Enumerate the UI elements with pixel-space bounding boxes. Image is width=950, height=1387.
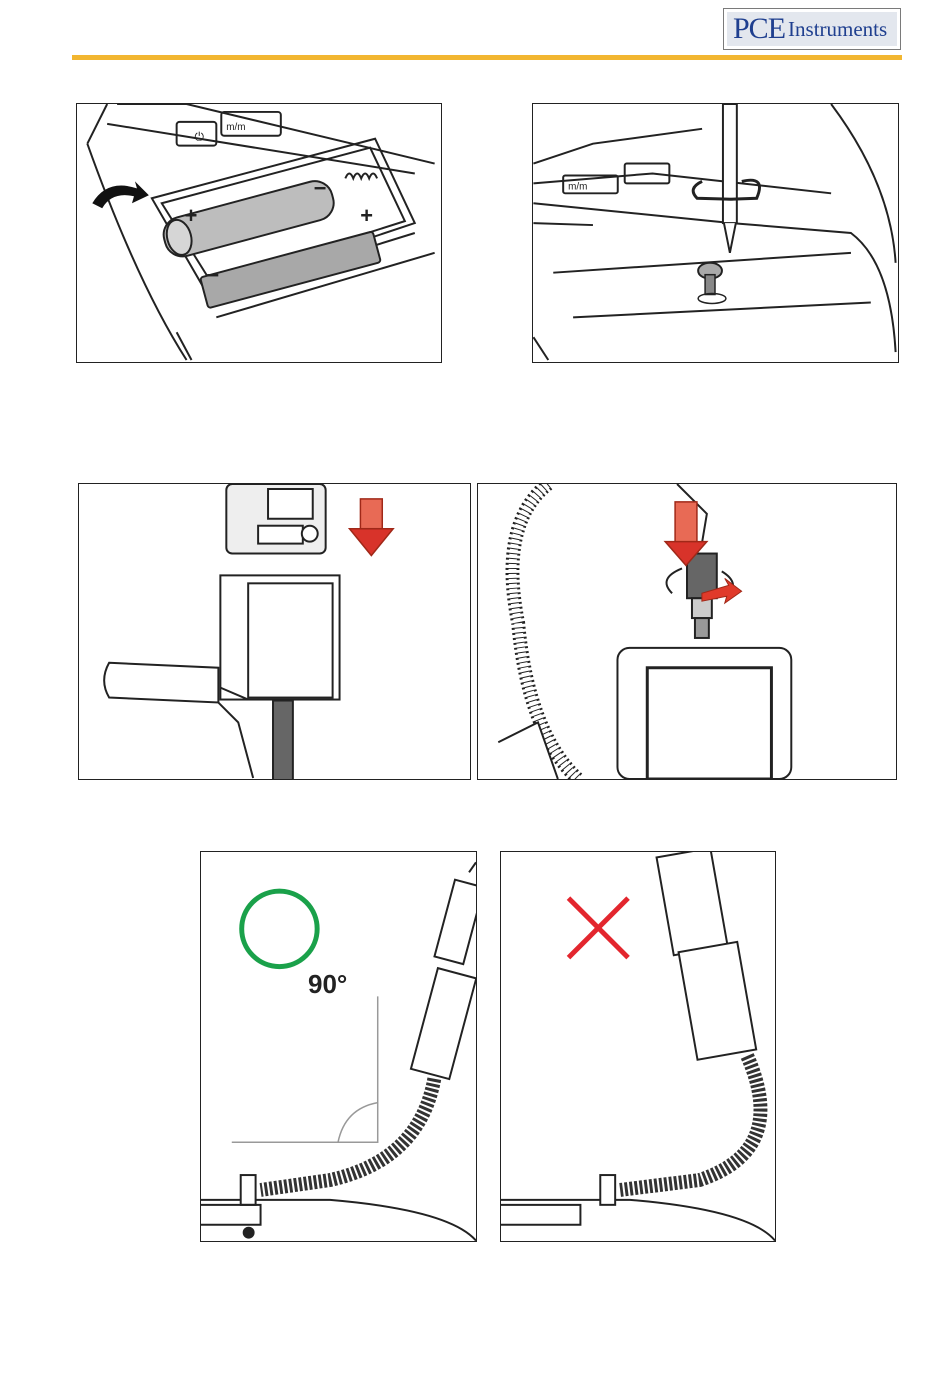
pce-instruments-logo: PCE Instruments: [723, 8, 901, 50]
battery-top-plus: +: [185, 203, 198, 228]
figure-probe-connector: [477, 483, 897, 780]
battery-bottom-minus: −: [206, 263, 219, 288]
figure-wrong-bend: [500, 851, 776, 1242]
rotate-arrow-icon: [92, 181, 149, 208]
correct-mark-icon: [242, 891, 317, 966]
connector-illustration: [478, 484, 896, 779]
down-arrow-icon: [349, 499, 393, 556]
battery-illustration: ⏻ m/m + − + −: [77, 104, 441, 362]
figure-correct-bend: 90°: [200, 851, 477, 1242]
screw-icon: [698, 263, 726, 304]
spring-contact: [345, 173, 377, 178]
logo-pce-text: PCE: [733, 14, 785, 44]
gooseneck-cable: [261, 1079, 435, 1190]
svg-text:⏻: ⏻: [195, 130, 205, 144]
figure-battery-insertion: ⏻ m/m + − + −: [76, 103, 442, 363]
correct-bend-illustration: [201, 852, 476, 1241]
mount-illustration: [79, 484, 470, 779]
screw-illustration: m/m: [533, 104, 898, 362]
figure-handset-mount: [78, 483, 471, 780]
wrong-bend-illustration: [501, 852, 775, 1241]
battery-bottom-plus: +: [360, 203, 373, 228]
mode-button-label: m/m: [568, 181, 587, 192]
angle-guide: [232, 996, 378, 1142]
wrong-mark-icon: [569, 898, 629, 958]
header-rule: [72, 55, 902, 60]
figure-screw-removal: m/m: [532, 103, 899, 363]
mode-button-label: m/m: [226, 122, 245, 133]
angle-label: 90°: [308, 969, 347, 1000]
logo-instruments-text: Instruments: [788, 19, 887, 40]
battery-top-minus: −: [314, 175, 327, 200]
gooseneck-cable: [620, 1056, 760, 1190]
screwdriver-icon: [723, 104, 737, 253]
